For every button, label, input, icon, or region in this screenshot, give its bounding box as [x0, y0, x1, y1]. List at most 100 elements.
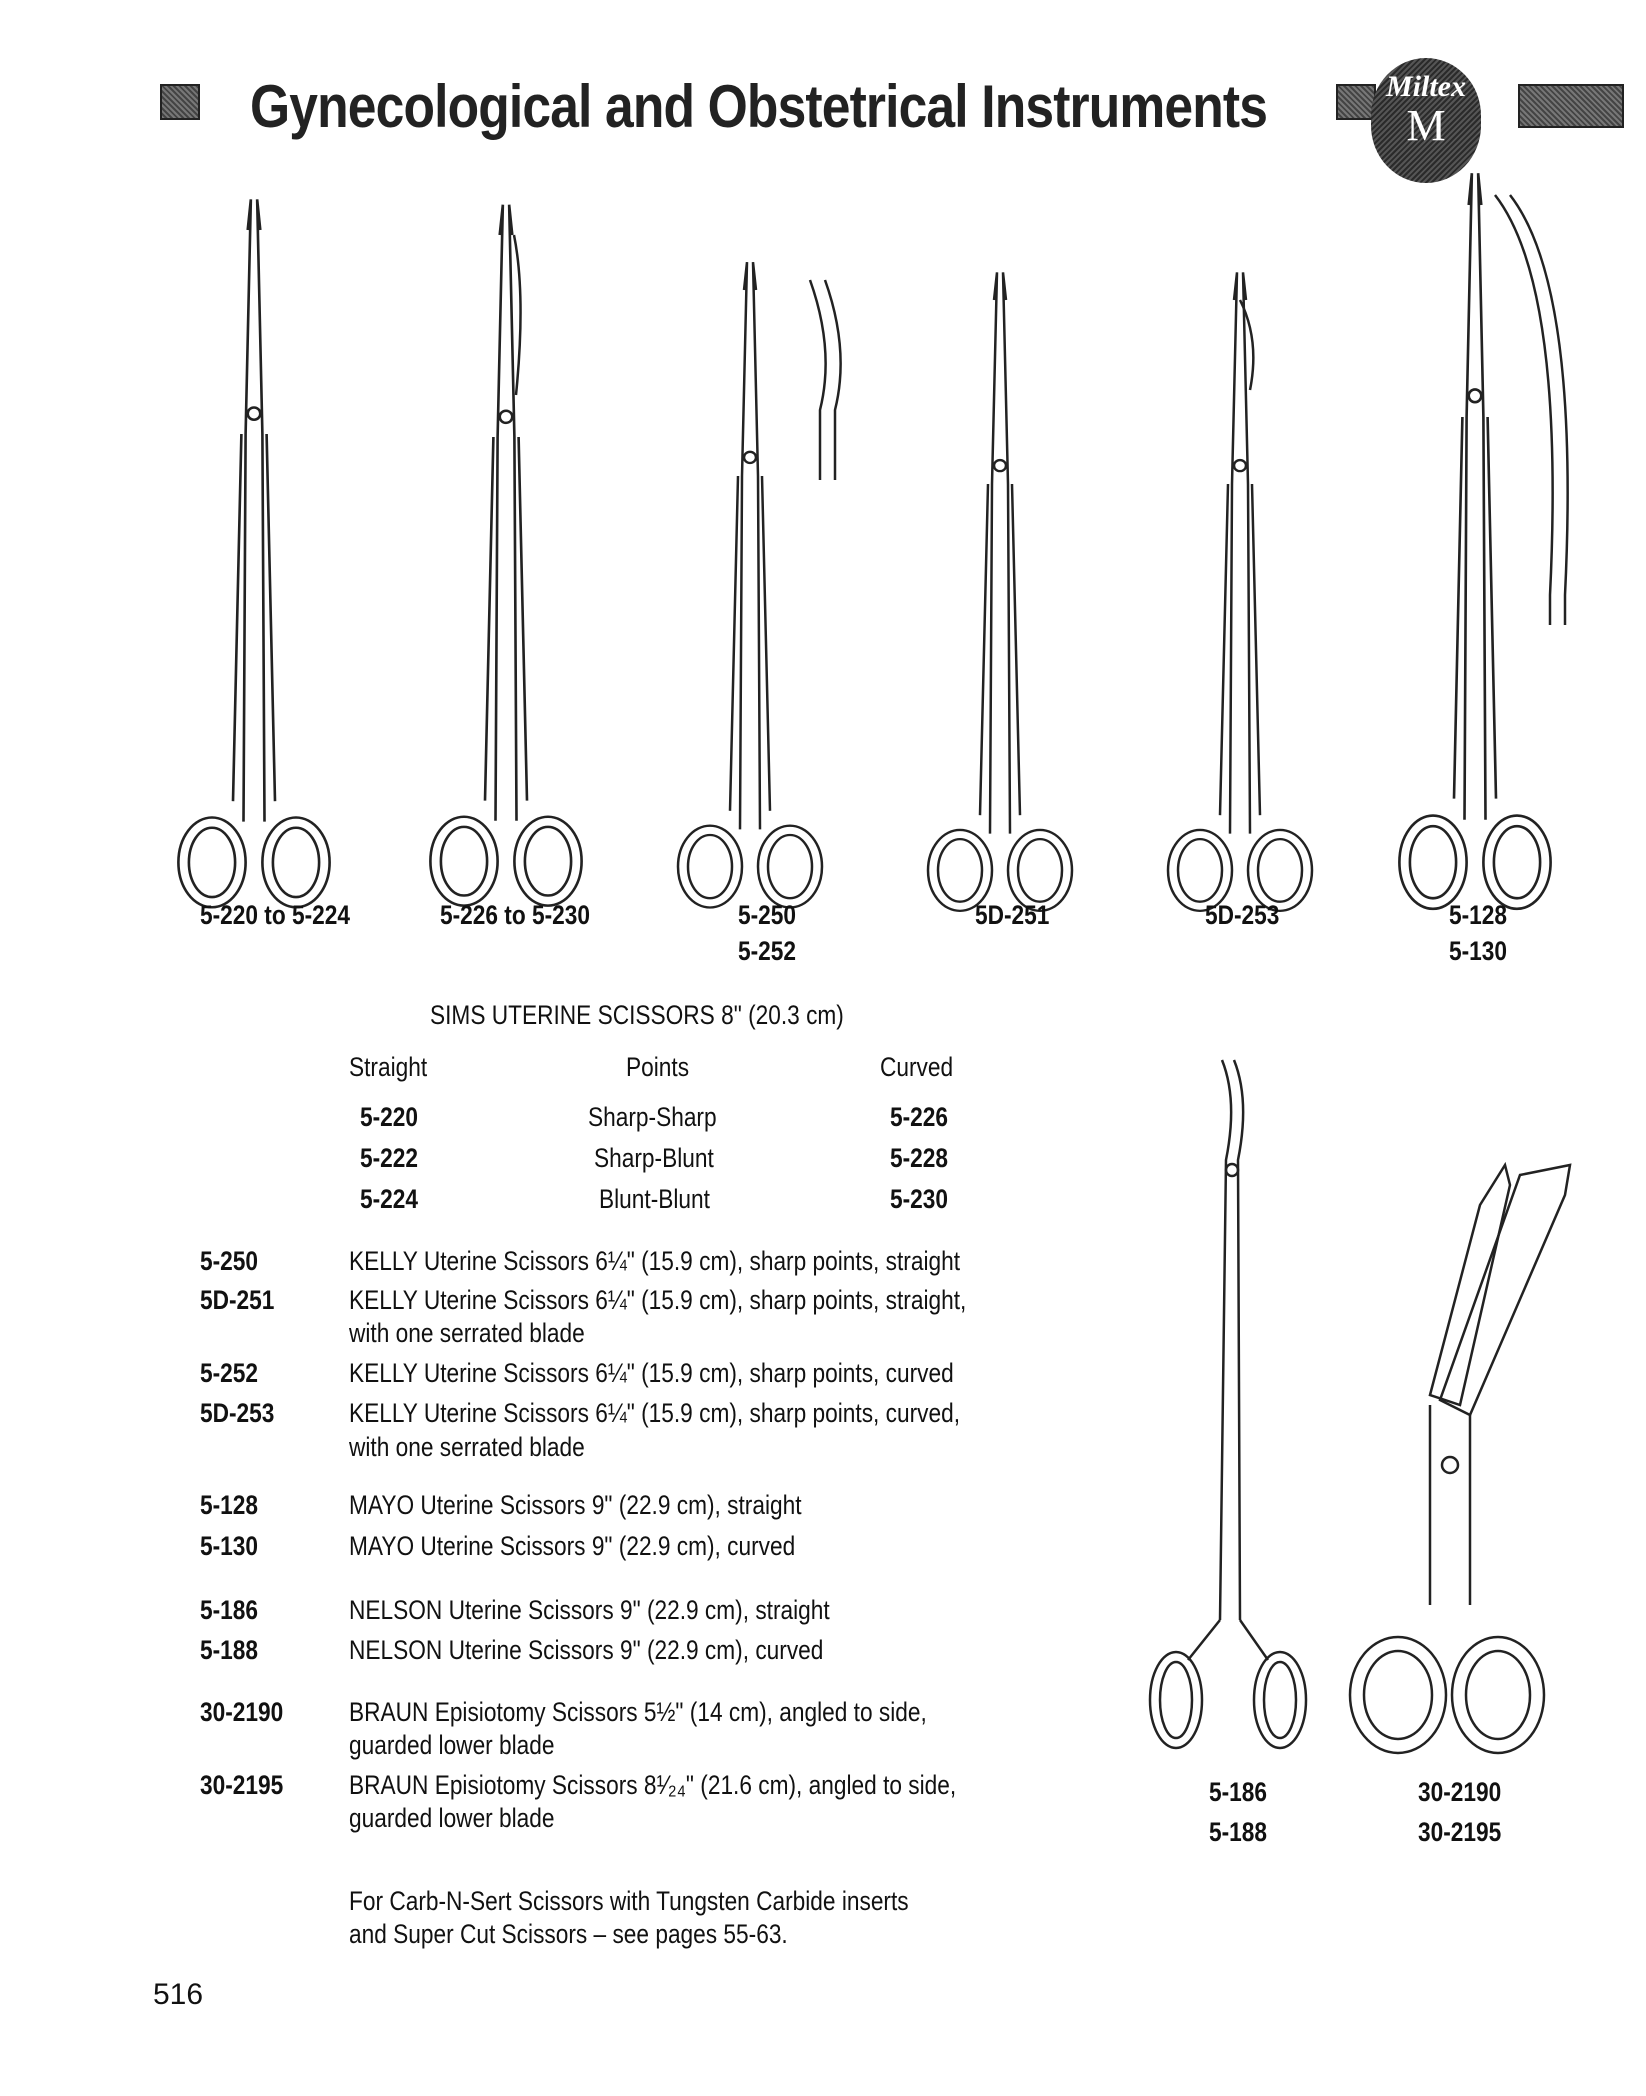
text: KELLY Uterine Scissors 6¼" (15.9 cm), sh…: [349, 1358, 954, 1388]
text: 5-230: [890, 1184, 949, 1214]
text: 30-2195: [1418, 1817, 1502, 1847]
figure-label: 5-226 to 5-230: [440, 900, 619, 931]
item-description: with one serrated blade: [349, 1318, 630, 1349]
text: 5-224: [360, 1184, 419, 1214]
item-code: 30-2195: [200, 1770, 299, 1801]
scissors-kelly-serrated-straight-illustration: [926, 271, 1074, 913]
table-cell: 5-228: [890, 1143, 959, 1174]
item-description: BRAUN Episiotomy Scissors 8¹⁄₂₄" (21.6 c…: [349, 1770, 1072, 1801]
text: NELSON Uterine Scissors 9" (22.9 cm), cu…: [349, 1635, 824, 1665]
table-cell: Sharp-Sharp: [588, 1102, 741, 1133]
text: Points: [626, 1052, 690, 1082]
item-code: 5-250: [200, 1246, 269, 1277]
text: 5-188: [200, 1635, 259, 1665]
page-title: Gynecological and Obstetrical Instrument…: [250, 72, 1433, 141]
figure-label: 5D-251: [975, 900, 1064, 931]
figure-label: 5-188: [1209, 1817, 1278, 1848]
text: guarded lower blade: [349, 1803, 555, 1833]
scissors-sims-straight-illustration: [177, 198, 331, 909]
text: 5D-251: [200, 1285, 275, 1315]
text: 30-2190: [1418, 1777, 1502, 1807]
figure-label: 5-128: [1449, 900, 1518, 931]
text: 30-2190: [200, 1697, 284, 1727]
item-description: NELSON Uterine Scissors 9" (22.9 cm), st…: [349, 1595, 921, 1626]
text: MAYO Uterine Scissors 9" (22.9 cm), curv…: [349, 1531, 796, 1561]
text: guarded lower blade: [349, 1730, 555, 1760]
figure-label: 5-186: [1209, 1777, 1278, 1808]
figure-label: 30-2195: [1418, 1817, 1517, 1848]
item-code: 5-128: [200, 1490, 269, 1521]
table-cell: 5-220: [360, 1102, 429, 1133]
text: BRAUN Episiotomy Scissors 8¹⁄₂₄" (21.6 c…: [349, 1770, 957, 1800]
miltex-logo: Miltex M: [1371, 58, 1481, 183]
table-cell: Sharp-Blunt: [594, 1143, 737, 1174]
figure-label: 5-252: [738, 936, 807, 967]
column-header-points: Points: [626, 1052, 701, 1083]
item-description: MAYO Uterine Scissors 9" (22.9 cm), curv…: [349, 1531, 880, 1562]
text: 5-222: [360, 1143, 419, 1173]
text: 5D-251: [975, 900, 1050, 930]
text: 5-226 to 5-230: [440, 900, 591, 930]
text: BRAUN Episiotomy Scissors 5½" (14 cm), a…: [349, 1697, 927, 1727]
item-code: 5D-251: [200, 1285, 289, 1316]
text: MAYO Uterine Scissors 9" (22.9 cm), stra…: [349, 1490, 802, 1520]
scissors-sims-curved-illustration: [429, 203, 583, 907]
item-description: KELLY Uterine Scissors 6¼" (15.9 cm), sh…: [349, 1246, 1076, 1277]
item-description: NELSON Uterine Scissors 9" (22.9 cm), cu…: [349, 1635, 914, 1666]
text: Blunt-Blunt: [599, 1184, 710, 1214]
page-number: 516: [153, 1978, 204, 2011]
text: 5-130: [1449, 936, 1508, 966]
text: 5-250: [200, 1246, 259, 1276]
text: with one serrated blade: [349, 1432, 585, 1462]
scissors-nelson-illustration: [1148, 1059, 1308, 1750]
text: with one serrated blade: [349, 1318, 585, 1348]
text: 5-186: [1209, 1777, 1268, 1807]
text: 5-228: [890, 1143, 949, 1173]
figure-label: 30-2190: [1418, 1777, 1517, 1808]
text: 5-252: [200, 1358, 259, 1388]
text: 5-188: [1209, 1817, 1268, 1847]
item-description: guarded lower blade: [349, 1803, 594, 1834]
item-code: 5D-253: [200, 1398, 289, 1429]
text: 5-250: [738, 900, 797, 930]
item-code: 5-186: [200, 1595, 269, 1626]
text: 5D-253: [1205, 900, 1280, 930]
header-bullet-left: [160, 84, 200, 120]
text: SIMS UTERINE SCISSORS 8" (20.3 cm): [430, 1000, 844, 1030]
text: 5-252: [738, 936, 797, 966]
figure-label: 5D-253: [1205, 900, 1294, 931]
text: and Super Cut Scissors – see pages 55-63…: [349, 1919, 788, 1949]
scissors-mayo-illustration: [1398, 171, 1569, 911]
column-header-straight: Straight: [349, 1052, 442, 1083]
footnote: and Super Cut Scissors – see pages 55-63…: [349, 1919, 871, 1950]
text: For Carb-N-Sert Scissors with Tungsten C…: [349, 1886, 909, 1916]
table-cell: 5-222: [360, 1143, 429, 1174]
logo-script: Miltex: [1386, 70, 1466, 103]
item-description: KELLY Uterine Scissors 6¼" (15.9 cm), sh…: [349, 1285, 1084, 1316]
scissors-kelly-serrated-curved-illustration: [1166, 271, 1314, 913]
figure-label: 5-220 to 5-224: [200, 900, 379, 931]
text: 5-128: [1449, 900, 1508, 930]
item-description: KELLY Uterine Scissors 6¼" (15.9 cm), sh…: [349, 1398, 1076, 1429]
text: Straight: [349, 1052, 428, 1082]
item-code: 30-2190: [200, 1697, 299, 1728]
header-bar-right: [1518, 84, 1624, 128]
logo-letter: M: [1406, 101, 1446, 150]
text: 5-220 to 5-224: [200, 900, 351, 930]
item-description: KELLY Uterine Scissors 6¼" (15.9 cm), sh…: [349, 1358, 1069, 1389]
footnote: For Carb-N-Sert Scissors with Tungsten C…: [349, 1886, 1015, 1917]
text: Curved: [880, 1052, 954, 1082]
item-code: 5-252: [200, 1358, 269, 1389]
figure-label: 5-250: [738, 900, 807, 931]
sims-heading: SIMS UTERINE SCISSORS 8" (20.3 cm): [430, 1000, 923, 1031]
text: 5D-253: [200, 1398, 275, 1428]
item-code: 5-188: [200, 1635, 269, 1666]
scissors-braun-episiotomy-illustration: [1348, 1161, 1572, 1755]
page-title-text: Gynecological and Obstetrical Instrument…: [250, 73, 1268, 140]
column-header-curved: Curved: [880, 1052, 967, 1083]
text: 5-220: [360, 1102, 419, 1132]
text: KELLY Uterine Scissors 6¼" (15.9 cm), sh…: [349, 1285, 967, 1315]
text: 5-186: [200, 1595, 259, 1625]
item-description: guarded lower blade: [349, 1730, 594, 1761]
text: 5-130: [200, 1531, 259, 1561]
